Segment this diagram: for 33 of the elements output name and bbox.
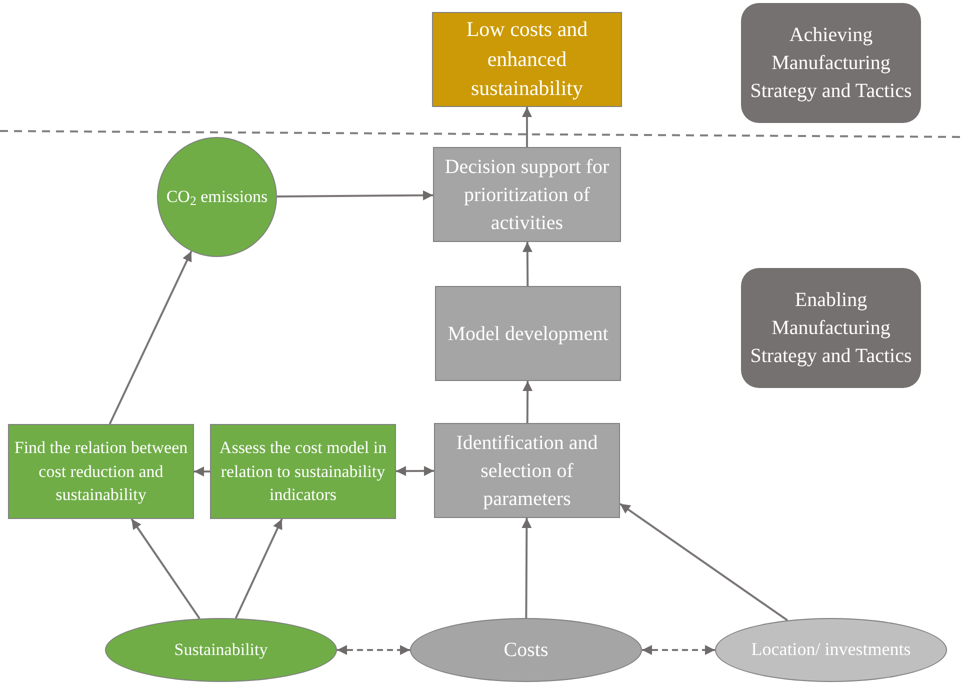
arrow — [194, 466, 210, 476]
node-text: Find the relation between cost reduction and sustainability — [13, 436, 189, 506]
process-box — [8, 424, 194, 519]
arrow — [642, 645, 715, 655]
arrow — [522, 518, 532, 618]
node-text: Model development — [446, 322, 610, 346]
arrow — [619, 502, 788, 622]
arrow — [522, 381, 533, 423]
node-text: Low costs and enhanced sustainability — [465, 16, 589, 102]
node-text: Identification and selection of parameters — [455, 430, 599, 512]
goal-box — [432, 12, 622, 107]
arrow — [108, 250, 192, 424]
node-text: Achieving Manufacturing Strategy and Tactics — [749, 23, 913, 104]
node-text: Sustainability — [173, 639, 269, 662]
arrow — [522, 107, 532, 147]
node-text: Assess the cost model in relation to sustainability indicators — [218, 436, 388, 506]
node-text: Enabling Manufacturing Strategy and Tactics — [749, 288, 913, 369]
arrow — [234, 518, 283, 619]
level-label-box — [741, 3, 921, 123]
level-label-box — [741, 268, 921, 388]
node-text: Decision support for prioritization of activities — [444, 154, 610, 236]
node-text: Costs — [502, 638, 550, 663]
process-box — [435, 286, 621, 381]
node-text: Location/ investments — [750, 638, 912, 662]
process-box — [433, 147, 621, 242]
arrow — [337, 645, 410, 655]
node-text: CO$_{2}$ emissions — [165, 186, 269, 209]
arrow — [130, 518, 200, 620]
arrow — [396, 466, 434, 476]
process-box — [434, 423, 620, 518]
arrow — [277, 190, 433, 200]
arrow — [522, 242, 532, 286]
process-box — [210, 424, 396, 519]
